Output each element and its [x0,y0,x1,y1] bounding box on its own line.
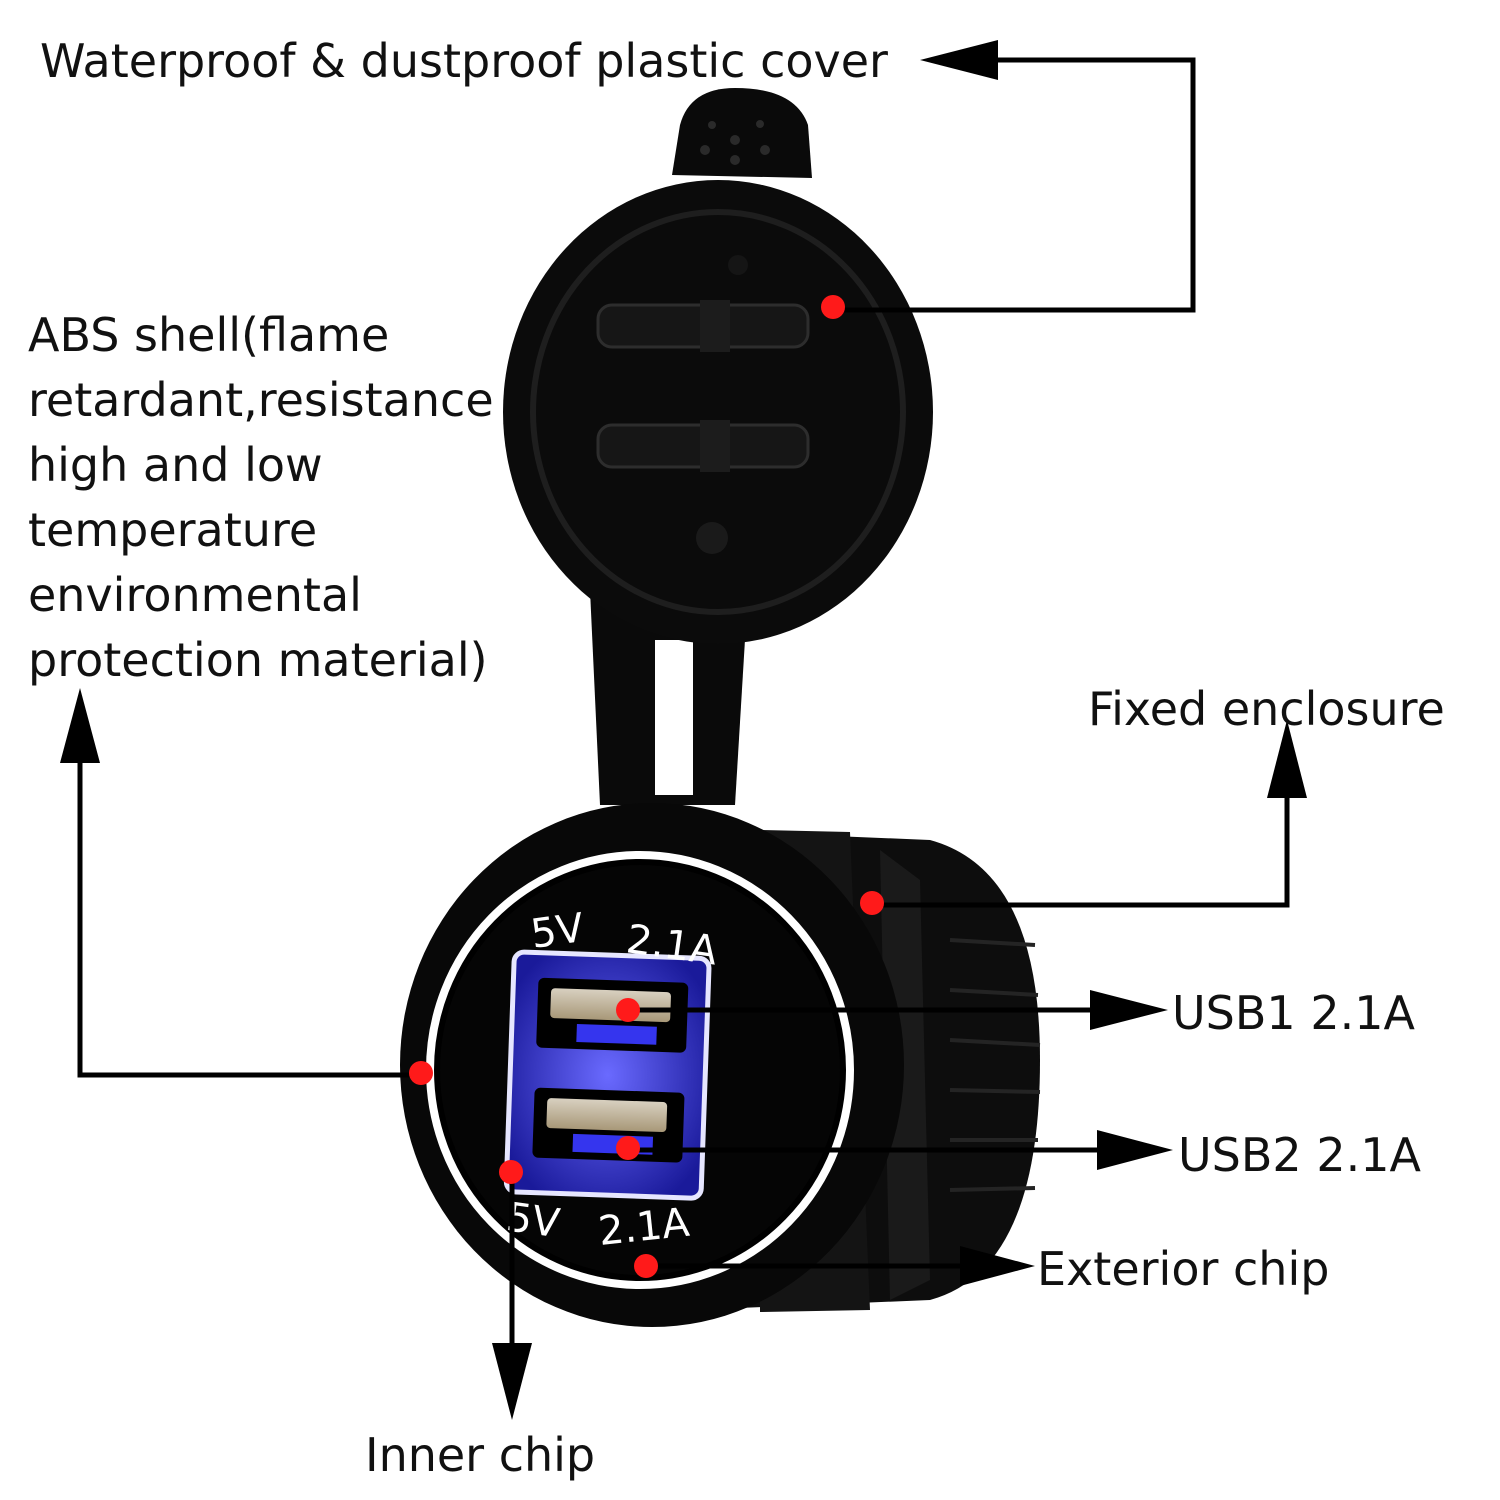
marker-inner [499,1160,523,1184]
arrow-enclosure [1267,720,1307,798]
label-abs-shell-line: retardant,resistance [28,373,494,427]
arrow-usb2 [1097,1130,1173,1170]
label-usb2: USB2 2.1A [1178,1128,1421,1182]
arrow-inner [492,1343,532,1420]
label-abs-shell-line: temperature [28,503,318,557]
arrow-shell [60,688,100,763]
arrow-usb1 [1090,990,1168,1030]
label-abs-shell-line: protection material) [28,633,488,687]
marker-usb1 [616,998,640,1022]
leader-lines [77,57,1290,1345]
label-usb1: USB1 2.1A [1172,986,1415,1040]
label-plastic-cover: Waterproof & dustproof plastic cover [40,34,888,88]
engraving-top-voltage: 5V [528,905,587,958]
plastic-cover [503,88,933,805]
leader-enclosure [872,795,1290,908]
label-exterior-chip: Exterior chip [1037,1242,1330,1296]
label-fixed-enclosure: Fixed enclosure [1088,682,1445,736]
socket-body: 5V 2.1A 5V 2.1A [400,803,1041,1327]
arrowheads [60,40,1307,1420]
label-abs-shell: ABS shell(flame retardant,resistance hig… [28,303,518,693]
label-abs-shell-line: ABS shell(flame [28,308,390,362]
markers [409,295,884,1278]
arrow-cover [920,40,998,80]
cover-tab [672,88,812,178]
arrow-exterior [960,1246,1035,1286]
label-abs-shell-line: environmental [28,568,362,622]
leader-cover [835,57,1196,313]
engraving-bottom-current: 2.1A [596,1200,692,1255]
marker-exterior [634,1254,658,1278]
marker-enclosure [860,891,884,915]
strap-slot [655,640,693,795]
cover-disc [503,180,933,644]
marker-cover [821,295,845,319]
usb-port-block [503,949,712,1201]
leader-shell [77,760,420,1078]
marker-shell [409,1061,433,1085]
marker-usb2 [616,1136,640,1160]
label-abs-shell-line: high and low [28,438,323,492]
label-inner-chip: Inner chip [365,1428,596,1482]
